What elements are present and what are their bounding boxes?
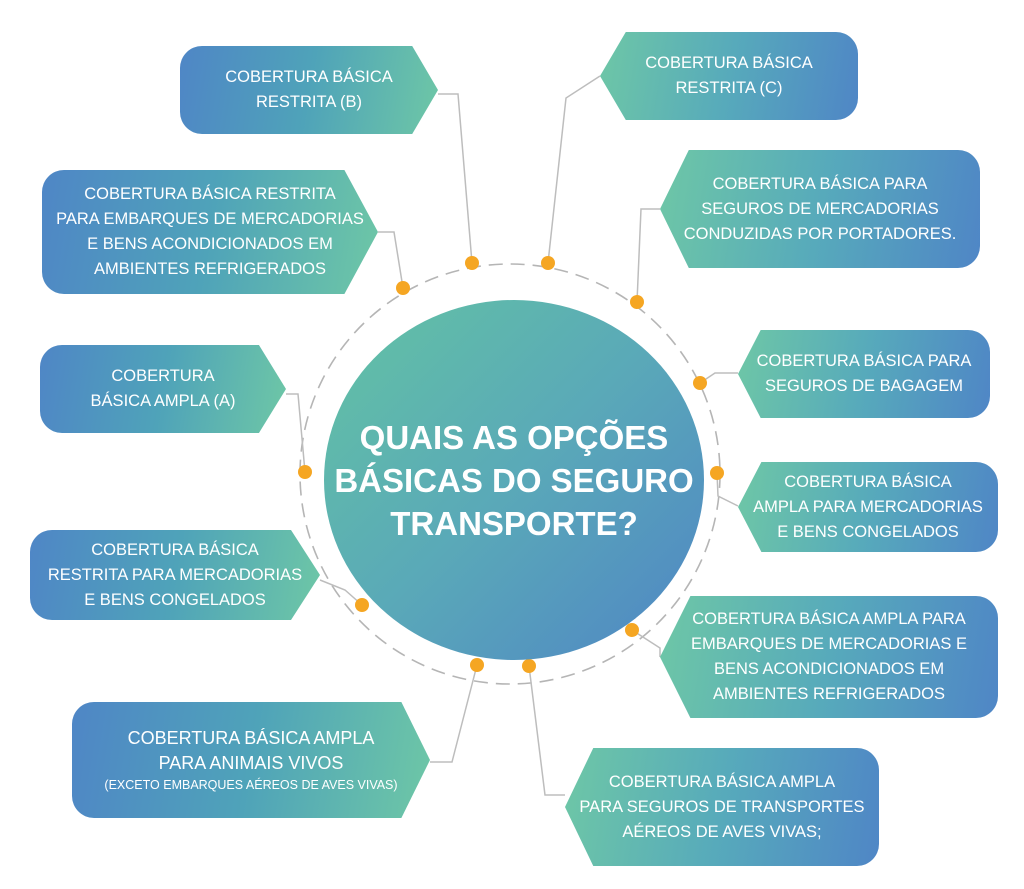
option-text: AMPLA PARA MERCADORIAS	[753, 497, 983, 516]
option-text: RESTRITA (B)	[255, 93, 363, 111]
option-text: COBERTURA BÁSICA	[645, 54, 813, 72]
connector-dot	[541, 256, 555, 270]
center-title-line: TRANSPORTE?	[390, 504, 638, 542]
connector-ampla-a	[286, 393, 306, 473]
connector-dot	[465, 256, 479, 270]
connector-dot	[522, 659, 536, 673]
center-circle	[324, 300, 704, 660]
option-ampla-a: COBERTURA BÁSICA AMPLA (A)	[40, 345, 286, 433]
center-title-line: QUAIS AS OPÇÕES	[359, 418, 669, 456]
connector-portadores	[636, 208, 660, 303]
option-text: E BENS CONGELADOS	[777, 522, 959, 541]
connector-aves-vivas	[528, 665, 565, 796]
option-text: COBERTURA BÁSICA AMPLA PARA	[692, 610, 966, 628]
connector-restrita-refrigerados	[378, 231, 404, 289]
option-ampla-congelados: COBERTURA BÁSICA AMPLA PARA MERCADORIAS …	[738, 462, 998, 552]
connector-restrita-congelados	[319, 579, 363, 606]
option-aves-vivas: COBERTURA BÁSICA AMPLA PARA SEGUROS DE T…	[565, 748, 879, 866]
option-text: PARA EMBARQUES DE MERCADORIAS	[56, 210, 364, 228]
option-restrita-refrigerados: COBERTURA BÁSICA RESTRITA PARA EMBARQUES…	[42, 170, 378, 294]
option-text: COBERTURA BÁSICA PARA	[756, 352, 972, 370]
option-text: AMBIENTES REFRIGERADOS	[94, 260, 326, 278]
option-restrita-congelados: COBERTURA BÁSICA RESTRITA PARA MERCADORI…	[30, 530, 320, 620]
connector-ampla-congelados	[716, 472, 739, 507]
option-note: (EXCETO EMBARQUES AÉREOS DE AVES VIVAS)	[104, 778, 398, 792]
connector-dot	[625, 623, 639, 637]
connector-dot	[396, 281, 410, 295]
option-text: COBERTURA BÁSICA PARA	[712, 174, 928, 193]
option-text: COBERTURA BÁSICA AMPLA	[608, 772, 836, 791]
option-text: SEGUROS DE MERCADORIAS	[701, 199, 939, 218]
option-portadores: COBERTURA BÁSICA PARA SEGUROS DE MERCADO…	[660, 150, 980, 268]
option-text: COBERTURA BÁSICA AMPLA	[127, 728, 375, 748]
option-text: AMBIENTES REFRIGERADOS	[713, 685, 945, 703]
option-text: BÁSICA AMPLA (A)	[90, 392, 236, 410]
option-text: COBERTURA BÁSICA	[225, 68, 393, 86]
option-animais-vivos: COBERTURA BÁSICA AMPLA PARA ANIMAIS VIVO…	[72, 702, 430, 818]
connector-restrita-c	[547, 75, 601, 264]
option-text: RESTRITA (C)	[675, 79, 783, 97]
option-text: EMBARQUES DE MERCADORIAS E	[691, 635, 967, 653]
option-restrita-c: COBERTURA BÁSICA RESTRITA (C)	[600, 32, 858, 120]
option-text: SEGUROS DE BAGAGEM	[764, 377, 964, 395]
option-text: AÉREOS DE AVES VIVAS;	[622, 822, 822, 841]
connector-restrita-b	[438, 93, 473, 264]
option-text: COBERTURA	[111, 367, 215, 385]
connector-dot	[710, 466, 724, 480]
option-text: PARA ANIMAIS VIVOS	[158, 753, 344, 773]
option-ampla-refrigerados: COBERTURA BÁSICA AMPLA PARA EMBARQUES DE…	[660, 596, 998, 718]
option-text: RESTRITA PARA MERCADORIAS	[47, 565, 303, 584]
option-text: COBERTURA BÁSICA RESTRITA	[84, 185, 336, 203]
connector-animais-vivos	[430, 664, 478, 763]
option-text: PARA SEGUROS DE TRANSPORTES	[579, 797, 865, 816]
option-text: E BENS CONGELADOS	[84, 590, 266, 609]
center-title: QUAIS AS OPÇÕES BÁSICAS DO SEGURO TRANSP…	[324, 300, 704, 660]
connector-dot	[470, 658, 484, 672]
option-text: E BENS ACONDICIONADOS EM	[87, 235, 333, 253]
option-restrita-b: COBERTURA BÁSICA RESTRITA (B)	[180, 46, 438, 134]
option-text: COBERTURA BÁSICA	[784, 472, 952, 491]
option-text: COBERTURA BÁSICA	[91, 540, 259, 559]
option-text: CONDUZIDAS POR PORTADORES.	[683, 224, 957, 243]
option-bagagem: COBERTURA BÁSICA PARA SEGUROS DE BAGAGEM	[738, 330, 990, 418]
connector-dot	[298, 465, 312, 479]
option-text: BENS ACONDICIONADOS EM	[713, 660, 945, 678]
connector-dot	[693, 376, 707, 390]
center-title-line: BÁSICAS DO SEGURO	[334, 461, 694, 499]
connector-dot	[630, 295, 644, 309]
connector-ampla-refrigerados	[631, 629, 661, 657]
connector-dot	[355, 598, 369, 612]
